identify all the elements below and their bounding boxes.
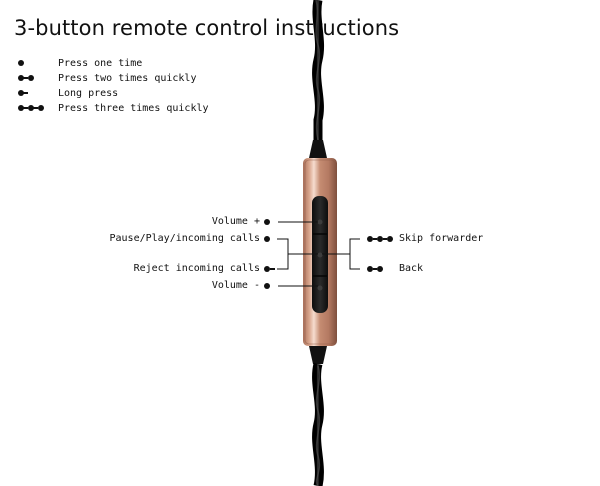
legend-label: Press three times quickly bbox=[58, 103, 209, 114]
reject-calls-label: Reject incoming calls bbox=[133, 263, 260, 274]
page-title: 3-button remote control instructions bbox=[14, 16, 400, 40]
pause-play-label: Pause/Play/incoming calls bbox=[109, 233, 260, 244]
volume-up-label: Volume + bbox=[211, 216, 260, 227]
volume-down-label: Volume - bbox=[211, 280, 260, 291]
legend-label: Press two times quickly bbox=[58, 73, 197, 84]
back-label: Back bbox=[399, 263, 424, 274]
dot-dash-icon bbox=[18, 86, 52, 101]
pause-play-dot-icon bbox=[264, 236, 270, 242]
double-dot-icon bbox=[18, 71, 52, 86]
volume-down-dot-icon bbox=[264, 283, 270, 289]
right-callouts bbox=[322, 238, 360, 270]
top-connector bbox=[309, 140, 327, 158]
legend-label: Press one time bbox=[58, 58, 143, 69]
triple-dot-icon bbox=[18, 101, 52, 116]
single-dot-icon bbox=[18, 56, 52, 71]
bottom-connector bbox=[309, 346, 327, 364]
volume-up-dot-icon bbox=[264, 219, 270, 225]
skip-forward-label: Skip forwarder bbox=[399, 233, 484, 244]
reject-long-press-icon bbox=[264, 266, 275, 272]
back-double-dot-icon bbox=[367, 266, 383, 272]
skip-forward-triple-dot-icon bbox=[367, 236, 393, 242]
legend-label: Long press bbox=[58, 88, 119, 99]
upper-cable bbox=[312, 0, 325, 142]
lower-cable bbox=[312, 362, 324, 486]
left-callouts bbox=[277, 221, 318, 287]
